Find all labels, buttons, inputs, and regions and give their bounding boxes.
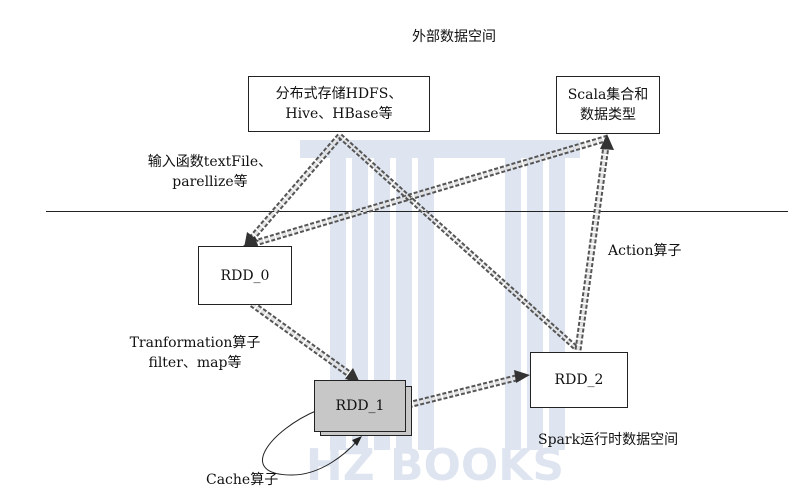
arrow-rdd0-to-rdd1	[249, 301, 360, 383]
node-rdd0: RDD_0	[198, 246, 292, 305]
arrow-scala-to-rdd0	[243, 134, 609, 250]
cache-operator-annotation: Cache算子	[206, 472, 279, 488]
watermark-text: HZ BOOKS	[306, 440, 564, 491]
node-scala-collections: Scala集合和 数据类型	[556, 76, 660, 134]
transformation-operator-annotation: Tranformation算子 filter、map等	[120, 333, 270, 373]
arrow-rdd1-to-rdd2	[407, 370, 530, 409]
transformation-line2: filter、map等	[148, 355, 242, 371]
external-data-space-label: 外部数据空间	[412, 29, 496, 45]
cache-loop-arrow	[262, 409, 362, 476]
arrow-hdfs-to-rdd2	[337, 133, 579, 351]
input-annotation-line1: 输入函数textFile、	[147, 154, 273, 170]
action-operator-annotation: Action算子	[608, 243, 682, 259]
input-functions-annotation: 输入函数textFile、 parellize等	[136, 152, 284, 192]
node-rdd2: RDD_2	[530, 352, 628, 408]
spark-runtime-data-space-label: Spark运行时数据空间	[538, 432, 679, 448]
node-scala-line1: Scala集合和	[567, 87, 649, 103]
arrow-rdd2-to-scala	[574, 134, 614, 351]
node-hdfs-storage: 分布式存储HDFS、 Hive、HBase等	[248, 76, 430, 132]
space-divider-line	[46, 211, 788, 212]
node-scala-line2: 数据类型	[580, 107, 636, 123]
transformation-line1: Tranformation算子	[129, 335, 261, 351]
node-rdd1: RDD_1	[314, 380, 406, 432]
node-hdfs-line1: 分布式存储HDFS、	[275, 86, 403, 102]
node-hdfs-line2: Hive、HBase等	[285, 106, 393, 122]
input-annotation-line2: parellize等	[172, 174, 248, 190]
